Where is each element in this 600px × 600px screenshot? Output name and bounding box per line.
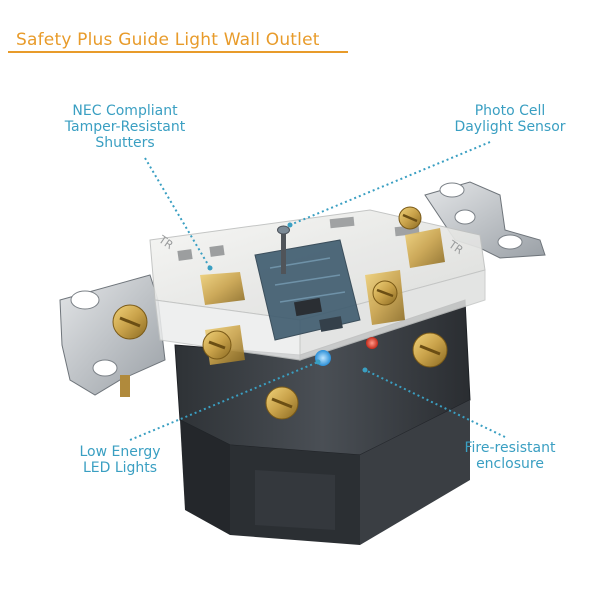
title-underline [8, 51, 348, 53]
leader-line-photo [289, 141, 491, 226]
fire-resistant-enclosure [174, 299, 471, 545]
leader-dot-nec [207, 265, 213, 271]
leader-endpoints [207, 222, 368, 373]
leader-line-led [129, 361, 319, 441]
leader-dot-photo [287, 222, 293, 228]
terminal-screws [112, 206, 448, 420]
callout-line: Fire-resistant [464, 440, 556, 456]
photo-cell-sensor [277, 225, 290, 274]
callout-line: LED Lights [82, 460, 158, 476]
leader-line-nec [144, 157, 211, 269]
callout-line: Daylight Sensor [454, 119, 566, 135]
leader-dot-led [315, 359, 321, 365]
callout-led-lights: Low Energy LED Lights [60, 444, 180, 476]
callout-line: Shutters [95, 135, 155, 151]
leader-lines [129, 141, 506, 441]
terminal-screw [412, 332, 448, 368]
terminal-screw [265, 386, 299, 420]
callout-nec-shutters: NEC Compliant Tamper-Resistant Shutters [40, 103, 210, 151]
callout-photo-cell: Photo Cell Daylight Sensor [435, 103, 585, 135]
terminal-screw [398, 206, 422, 230]
leader-line-fire [364, 369, 506, 438]
callout-line: enclosure [476, 456, 544, 472]
callout-line: NEC Compliant [72, 103, 178, 119]
left-mounting-strap [59, 274, 166, 397]
leader-dot-fire [362, 367, 368, 373]
diagram-title: Safety Plus Guide Light Wall Outlet [16, 30, 320, 50]
callout-line: Low Energy [79, 444, 161, 460]
callout-line: Tamper-Resistant [64, 119, 186, 135]
callout-fire-enclosure: Fire-resistant enclosure [445, 440, 575, 472]
terminal-screw [202, 330, 232, 360]
led-red [366, 337, 378, 349]
callout-line: Photo Cell [474, 103, 546, 119]
terminal-screw [372, 280, 398, 306]
terminal-screw [112, 304, 148, 340]
